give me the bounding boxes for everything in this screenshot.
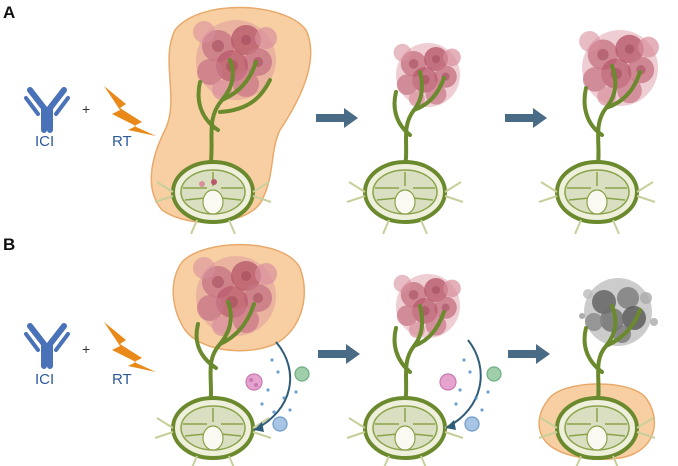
arrow-right-icon: [316, 108, 358, 128]
ici-label: ICI: [35, 371, 54, 388]
panel-b-stage-2: [347, 274, 501, 466]
immune-cell-icon: [273, 417, 287, 431]
rt-label: RT: [112, 371, 132, 388]
tumor-icon: [394, 274, 461, 338]
lightning-icon: [104, 322, 156, 372]
panel-a-stage-2: [347, 43, 463, 234]
panel-a-stage-1: [151, 7, 310, 234]
immune-cell-icon: [246, 374, 262, 390]
lymph-node-icon: [347, 398, 463, 466]
ici-label: ICI: [35, 133, 54, 150]
plus-sign: +: [82, 341, 90, 357]
lymph-node-icon: [155, 398, 271, 466]
tumor-icon: [394, 43, 461, 107]
immune-cell-icon: [295, 367, 309, 381]
arrow-right-icon: [508, 344, 550, 364]
panel-a-stage-3: [539, 30, 659, 234]
panel-b-treatment: ICI + RT: [26, 322, 156, 388]
tumor-icon: [579, 30, 659, 106]
plus-sign: +: [82, 101, 90, 117]
rt-label: RT: [112, 133, 132, 150]
immune-cell-icon: [465, 417, 479, 431]
tumor-icon: [579, 278, 658, 346]
immune-cell-icon: [440, 374, 456, 390]
antibody-icon: [26, 90, 68, 130]
arrow-right-icon: [505, 108, 547, 128]
panel-a-treatment: ICI + RT: [26, 86, 156, 150]
antibody-icon: [26, 326, 68, 366]
immune-cell-icon: [487, 367, 501, 381]
lymph-node-icon: [539, 162, 655, 234]
arrow-right-icon: [318, 344, 360, 364]
panel-b-stage-1: [155, 245, 309, 466]
lymph-node-icon: [347, 162, 463, 234]
panel-b-stage-3: [539, 278, 658, 466]
lightning-icon: [104, 86, 156, 136]
panel-b-label: B: [3, 235, 15, 254]
panel-a-label: A: [3, 3, 15, 22]
